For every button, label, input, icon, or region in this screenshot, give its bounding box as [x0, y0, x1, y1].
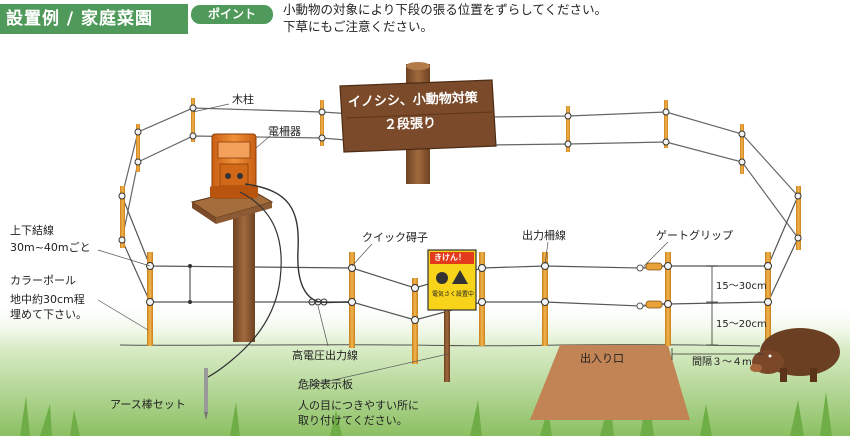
grass-area: [0, 300, 850, 436]
sign-line2: ２段張り: [383, 116, 437, 133]
label-wood-post: 木柱: [232, 93, 254, 106]
point-note-line2: 下草にもご注意ください。: [283, 19, 434, 34]
boar-icon: [750, 328, 840, 382]
hv-output-wire: [244, 183, 350, 304]
label-hv-output-wire: 高電圧出力線: [292, 349, 358, 362]
earth-rod-icon: [204, 368, 208, 412]
label-danger-note-2: 取り付けてください。: [298, 414, 408, 427]
warning-plate: [427, 249, 477, 382]
wire-coil-icon: [308, 298, 328, 306]
point-note-line1: 小動物の対象により下段の張る位置をずらしてください。: [283, 2, 608, 17]
label-gate-grip: ゲートグリップ: [656, 229, 733, 242]
label-gap-upper: 15～30cm: [716, 281, 767, 292]
sign-board: [339, 79, 497, 153]
label-color-pole: カラーポール: [10, 274, 76, 287]
sign-post: [339, 62, 497, 184]
earth-wire: [205, 191, 282, 379]
energizer-icon: [210, 133, 258, 199]
label-output-wire: 出力柵線: [522, 229, 566, 242]
point-note: 小動物の対象により下段の張る位置をずらしてください。 下草にもご注意ください。: [283, 1, 607, 35]
label-earth-rod: アース棒セット: [110, 398, 186, 411]
label-pole-depth-2: 埋めて下さい。: [10, 308, 87, 321]
label-spacing: 間隔３～４m: [692, 357, 752, 368]
label-entrance: 出入り口: [580, 352, 624, 365]
label-danger-sign: 危険表示板: [298, 378, 353, 391]
dimension-marks: [671, 265, 764, 360]
label-wire-top-bottom: 上下結線: [10, 224, 54, 237]
label-pole-depth-1: 地中約30cm程: [10, 293, 85, 306]
point-badge: ポイント: [191, 5, 273, 24]
label-danger-note-1: 人の目につきやすい所に: [298, 399, 419, 412]
label-energizer: 電柵器: [268, 125, 301, 138]
warning-plate-subtitle: 電気さく設置中: [432, 291, 475, 298]
label-quick-insulator: クイック碍子: [362, 231, 428, 244]
warning-plate-title: きけん！: [434, 253, 466, 262]
page-title: 設置例 / 家庭菜園: [0, 4, 188, 34]
leader-lines: [97, 103, 669, 389]
label-wire-spacing: 30m~40mごと: [10, 241, 91, 254]
label-gap-lower: 15～20cm: [716, 319, 767, 330]
gate-grip-icon: [636, 262, 665, 310]
quick-insulators: [118, 104, 802, 324]
grass-tufts: [20, 390, 832, 436]
entrance-ground: [530, 345, 690, 420]
